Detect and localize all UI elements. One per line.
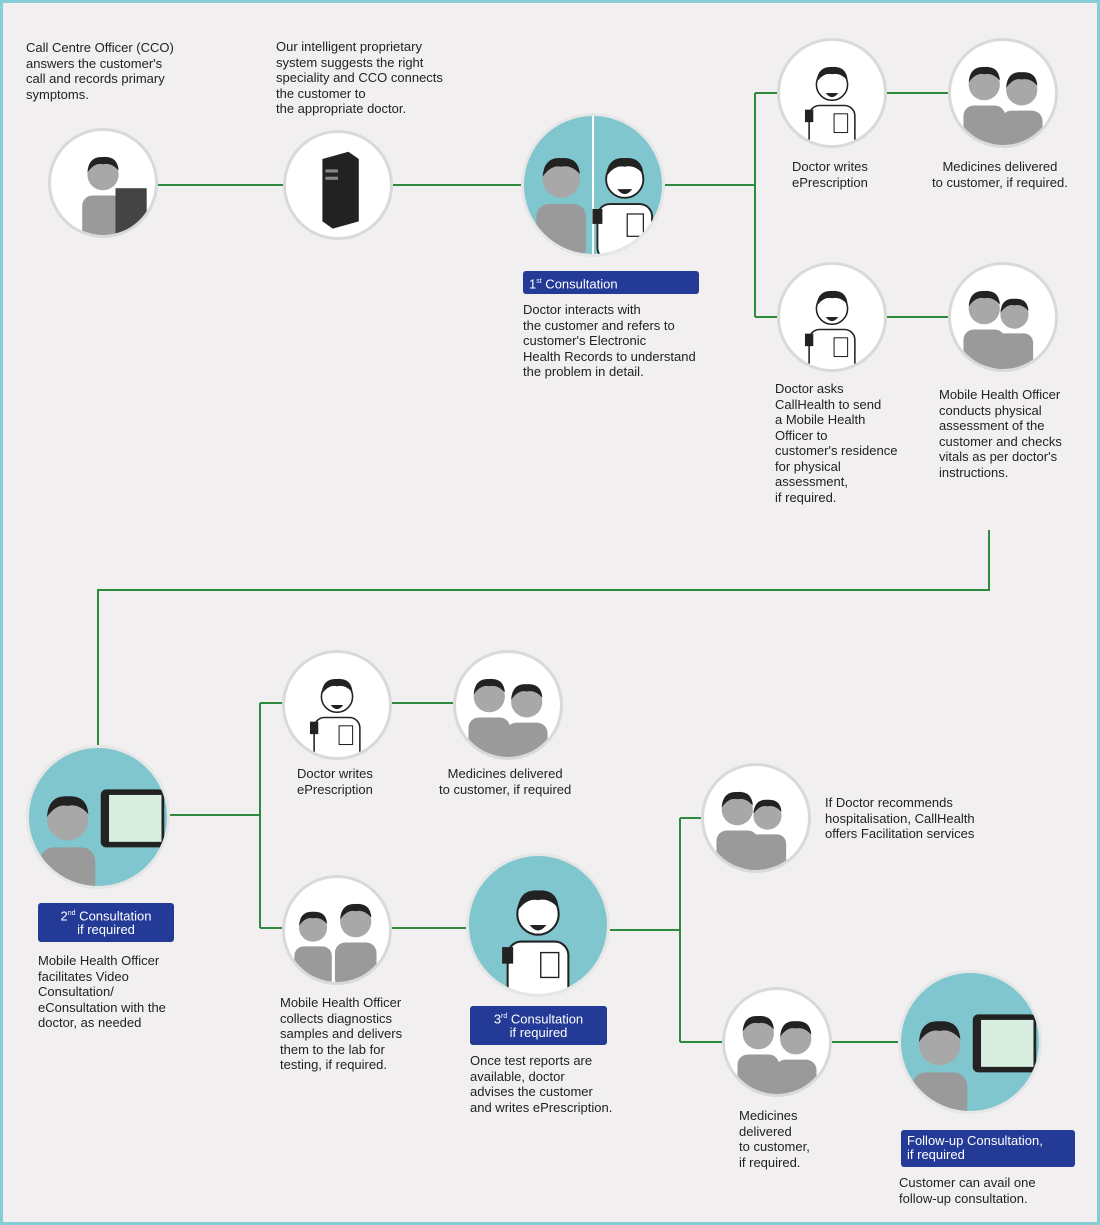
mho-collects-text: Mobile Health Officer collects diagnosti…: [280, 995, 403, 1072]
badge-number: 3: [493, 1011, 502, 1027]
cco-step-text: Call Centre Officer (CCO) answers the cu…: [26, 40, 174, 102]
medicines-delivered-text: Medicines delivered to customer, if requ…: [932, 159, 1068, 190]
badge-ordinal: st: [536, 278, 542, 285]
badge-sublabel: if required: [509, 1025, 568, 1041]
badge-number: 2: [60, 908, 68, 924]
connector: [170, 702, 466, 929]
medicines-delivered-illustration: [453, 650, 563, 760]
first-consultation-badge: 1st Consultation: [523, 271, 699, 294]
first-consultation-illustration: [521, 113, 665, 257]
badge-sublabel: if required: [77, 922, 135, 938]
second-consultation-illustration: [26, 745, 170, 889]
doctor-writes-text: Doctor writes ePrescription: [792, 159, 868, 190]
cco-illustration: [48, 128, 158, 238]
server-illustration: [283, 130, 393, 240]
mho-assessment-illustration: [948, 262, 1058, 372]
badge-number: 1: [529, 276, 537, 292]
connector: [97, 530, 990, 745]
third-consultation-text: Once test reports are available, doctor …: [470, 1053, 613, 1115]
doctor-writes-text: Doctor writes ePrescription: [297, 766, 373, 797]
doctor-writes-illustration: [282, 650, 392, 760]
third-consultation-illustration: [466, 853, 610, 997]
mho-assessment-text: Mobile Health Officer conducts physical …: [939, 387, 1062, 480]
badge-ordinal: nd: [67, 910, 76, 917]
doctor-asks-text: Doctor asks CallHealth to send a Mobile …: [775, 381, 898, 505]
system-step-text: Our intelligent proprietary system sugge…: [276, 39, 443, 116]
badge-label: Consultation: [507, 1011, 584, 1027]
doctor-writes-illustration: [777, 38, 887, 148]
medicines-delivered-text: Medicines delivered to customer, if requ…: [739, 1108, 810, 1170]
doctor-asks-illustration: [777, 262, 887, 372]
badge-ordinal: rd: [501, 1013, 508, 1020]
badge-label: Consultation: [541, 276, 618, 292]
badge-label: Consultation: [75, 908, 152, 924]
second-consultation-text: Mobile Health Officer facilitates Video …: [38, 953, 166, 1030]
followup-consultation-badge: Follow-up Consultation, if required: [901, 1130, 1075, 1167]
medicines-delivered-illustration: [722, 987, 832, 1097]
medicines-delivered-illustration: [948, 38, 1058, 148]
first-consultation-text: Doctor interacts with the customer and r…: [523, 302, 696, 379]
followup-consultation-illustration: [898, 970, 1042, 1114]
connector: [158, 92, 948, 318]
hospitalisation-illustration: [701, 763, 811, 873]
mho-collects-samples-illustration: [282, 875, 392, 985]
connector: [610, 817, 898, 1043]
medicines-delivered-text: Medicines delivered to customer, if requ…: [439, 766, 572, 797]
followup-consultation-text: Customer can avail one follow-up consult…: [899, 1175, 1036, 1206]
hospitalisation-text: If Doctor recommends hospitalisation, Ca…: [825, 795, 975, 841]
